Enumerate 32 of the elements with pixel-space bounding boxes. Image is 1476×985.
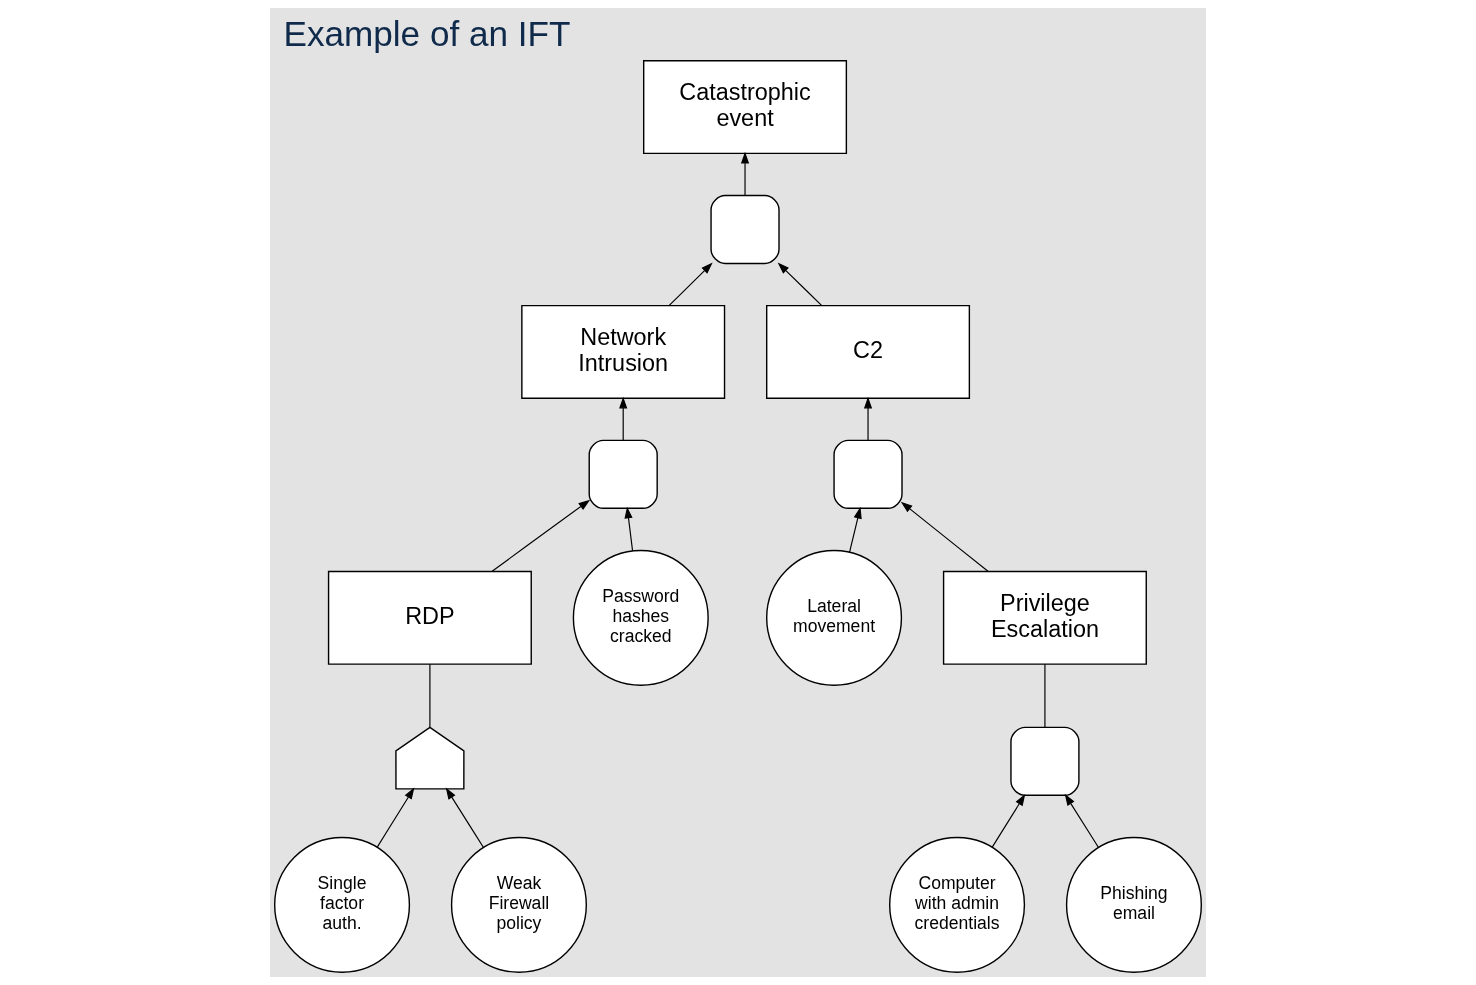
arrow: [445, 787, 485, 849]
arrow: [376, 787, 415, 848]
node-box: Privilege Escalation: [942, 570, 1147, 665]
node-box: RDP: [327, 570, 532, 665]
node-circle: Phishing email: [1065, 836, 1202, 973]
node-circle: Weak Firewall policy: [450, 836, 587, 973]
connector: [429, 663, 431, 728]
node-circle: Password hashes cracked: [572, 549, 709, 686]
arrow: [740, 151, 750, 197]
arrow: [777, 262, 823, 306]
arrow: [491, 499, 591, 572]
arrow: [991, 794, 1026, 848]
node-box: Network Intrusion: [521, 304, 726, 399]
node-and-gate: [710, 194, 780, 265]
arrow: [863, 396, 873, 441]
arrow: [668, 262, 713, 306]
arrow: [848, 506, 862, 553]
node-circle: Single factor auth.: [274, 836, 411, 973]
node-circle: Lateral movement: [766, 549, 903, 686]
arrow: [1064, 793, 1100, 849]
node-and-gate: [588, 439, 658, 509]
node-box: C2: [766, 304, 971, 399]
arrow: [619, 396, 628, 441]
arrow: [900, 501, 989, 572]
node-circle: Computer with admin credentials: [889, 836, 1026, 973]
node-box: Catastrophic event: [643, 60, 848, 155]
diagram-title: Example of an IFT: [283, 13, 571, 53]
node-or-gate: [395, 726, 465, 790]
node-and-gate: [833, 439, 903, 509]
arrow: [624, 506, 634, 552]
node-and-gate: [1010, 726, 1080, 797]
connector: [1044, 663, 1046, 728]
